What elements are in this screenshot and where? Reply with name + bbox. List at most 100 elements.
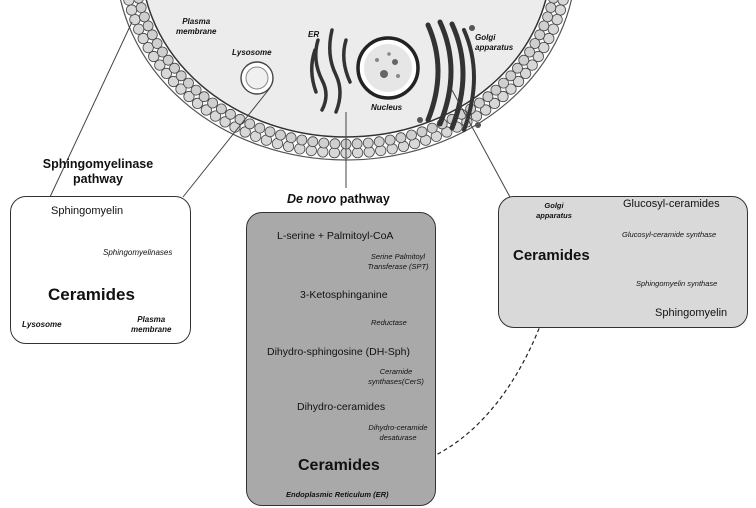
membrane-lipid-bead: [215, 103, 227, 115]
membrane-lipid-bead: [169, 62, 180, 74]
membrane-lipid-bead: [219, 116, 231, 128]
sphingomyelinase-ceramides: Ceramides: [48, 285, 135, 304]
membrane-lipid-bead: [183, 77, 194, 89]
membrane-lipid-bead: [207, 97, 219, 109]
membrane-lipid-bead: [554, 4, 567, 16]
glucosyl-ceramides-product: Glucosyl-ceramides: [623, 198, 720, 210]
membrane-lipid-bead: [167, 75, 180, 88]
de-novo-location: Endoplasmic Reticulum (ER): [286, 490, 389, 499]
membrane-lipid-bead: [162, 54, 174, 66]
golgi-box-location: Golgi apparatus: [536, 201, 572, 220]
membrane-lipid-bead: [200, 104, 212, 116]
membrane-lipid-bead: [239, 126, 251, 138]
membrane-lipid-bead: [183, 90, 195, 103]
sphingomyelinase-box: [10, 196, 191, 344]
de-novo-enzyme-1: Serine Palmitoyl Transferase (SPT): [367, 252, 429, 271]
membrane-lipid-bead: [547, 23, 559, 35]
er-label: ER: [308, 30, 320, 39]
de-novo-step-4: Dihydro-ceramides: [297, 401, 386, 413]
membrane-lipid-bead: [551, 14, 563, 26]
membrane-lipid-bead: [160, 67, 172, 80]
membrane-lipid-bead: [234, 113, 246, 125]
membrane-lipid-bead: [209, 110, 222, 122]
nucleus-label: Nucleus: [371, 103, 403, 112]
membrane-lipid-bead: [406, 129, 417, 141]
sphingomyelinase-title: Sphingomyelinase pathway: [42, 157, 154, 186]
membrane-lipid-bead: [137, 32, 149, 45]
membrane-lipid-bead: [138, 11, 150, 23]
lysosome-label: Lysosome: [232, 48, 272, 57]
nucleus-organelle: [356, 36, 420, 100]
de-novo-ceramides: Ceramides: [298, 457, 380, 474]
membrane-lipid-bead: [264, 126, 276, 138]
membrane-lipid-bead: [545, 2, 557, 13]
membrane-lipid-bead: [190, 84, 202, 96]
connector-lines: [49, 21, 511, 198]
sphingomyelinase-location-lysosome: Lysosome: [22, 320, 62, 329]
membrane-lipid-bead: [329, 138, 341, 150]
de-novo-title-rest: pathway: [336, 192, 390, 206]
glucosyl-ceramide-synthase-enzyme: Glucosyl-ceramide synthase: [622, 230, 717, 239]
membrane-bilayer: [123, 0, 569, 159]
membrane-lipid-bead: [142, 41, 154, 54]
membrane-lipid-bead: [305, 145, 317, 157]
de-novo-step-1: L-serine + Palmitoyl-CoA: [277, 230, 394, 242]
membrane-lipid-bead: [416, 126, 428, 138]
membrane-lipid-bead: [526, 59, 538, 71]
membrane-lipid-bead: [470, 110, 483, 122]
de-novo-enzyme-3: Ceramide synthases(CerS): [368, 367, 424, 386]
membrane-lipid-bead: [175, 83, 187, 95]
plasma-membrane-label: Plasma membrane: [176, 17, 217, 36]
membrane-lipid-bead: [519, 67, 532, 80]
membrane-lipid-bead: [191, 97, 204, 110]
membrane-lipid-bead: [318, 137, 330, 149]
membrane-lipid-bead: [505, 83, 517, 95]
membrane-lipid-bead: [518, 54, 530, 66]
membrane-lipid-bead: [534, 29, 546, 41]
membrane-lipid-bead: [148, 50, 160, 63]
membrane-lipid-bead: [395, 132, 407, 144]
membrane-lipid-bead: [524, 46, 535, 58]
de-novo-step-2: 3-Ketosphinganine: [300, 289, 388, 301]
golgi-box: [498, 196, 748, 328]
membrane-lipid-bead: [151, 38, 163, 49]
membrane-lipid-bead: [142, 20, 154, 32]
golgi-ceramides: Ceramides: [513, 247, 590, 264]
sphingomyelin-substrate: Sphingomyelin: [51, 205, 124, 217]
membrane-lipid-bead: [126, 4, 138, 16]
membrane-lipid-bead: [146, 29, 158, 41]
membrane-lipid-bead: [373, 136, 385, 148]
membrane-lipid-bead: [351, 138, 363, 150]
membrane-lipid-bead: [375, 145, 387, 157]
membrane-lipid-bead: [482, 91, 494, 103]
sphingomyelinase-location-plasma-membrane: Plasma membrane: [131, 315, 172, 334]
membrane-lipid-bead: [441, 126, 453, 138]
de-novo-enzyme-4: Dihydro-ceramide desaturase: [368, 423, 428, 442]
membrane-lipid-bead: [384, 134, 396, 146]
membrane-lipid-bead: [497, 90, 509, 103]
membrane-lipid-bead: [538, 41, 550, 54]
membrane-lipid-bead: [254, 122, 266, 134]
membrane-lipid-bead: [505, 70, 517, 82]
membrane-lipid-bead: [542, 11, 553, 23]
de-novo-title-italic: De novo: [287, 192, 337, 206]
membrane-lipid-bead: [244, 118, 256, 130]
membrane-lipid-bead: [529, 38, 541, 49]
de-novo-title: De novo pathway: [287, 192, 390, 206]
membrane-lipid-bead: [307, 136, 319, 148]
membrane-lipid-bead: [512, 62, 523, 74]
lysosome-organelle: [240, 61, 274, 95]
membrane-lipid-bead: [156, 46, 168, 58]
membrane-lipid-bead: [296, 134, 308, 146]
membrane-lipid-bead: [543, 32, 555, 45]
membrane-lipid-bead: [133, 0, 144, 4]
membrane-lipid-bead: [198, 91, 210, 103]
membrane-lipid-bead: [490, 84, 502, 96]
membrane-lipid-bead: [362, 137, 374, 149]
membrane-lipid-bead: [175, 70, 187, 82]
membrane-lipid-bead: [473, 97, 485, 109]
membrane-lipid-bead: [512, 75, 525, 88]
sphingomyelin-product: Sphingomyelin: [655, 307, 728, 319]
membrane-lipid-bead: [275, 129, 286, 141]
